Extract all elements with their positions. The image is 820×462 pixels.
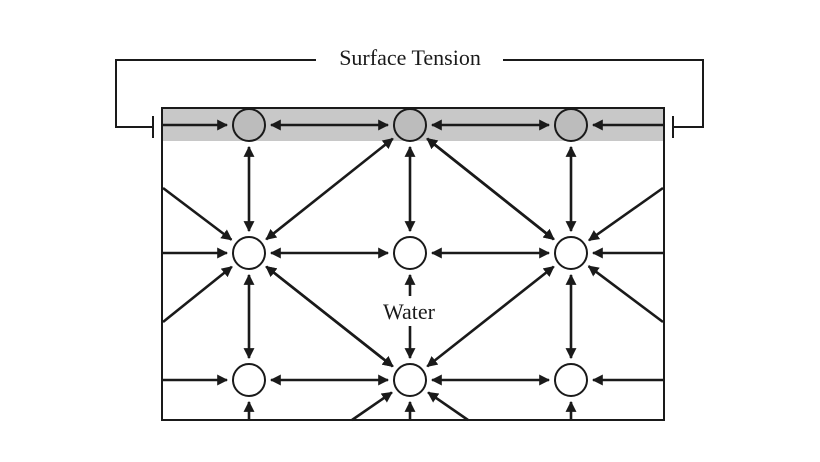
water-label-backing: [374, 296, 444, 326]
force-arrow: [351, 391, 393, 422]
molecules: [232, 108, 588, 397]
water-molecule: [554, 363, 588, 397]
double-force-arrow: [426, 265, 555, 368]
force-arrow: [587, 265, 664, 324]
force-arrow: [162, 186, 233, 241]
water-container: [161, 107, 665, 421]
force-arrow: [588, 186, 664, 242]
double-force-arrow: [426, 137, 555, 241]
force-arrow: [427, 391, 469, 422]
surface-molecule: [554, 108, 588, 142]
water-molecule: [393, 363, 427, 397]
water-molecule: [393, 236, 427, 270]
force-arrow: [162, 265, 233, 324]
surface-tension-bracket: [115, 59, 704, 138]
water-molecule: [554, 236, 588, 270]
water-molecule: [232, 236, 266, 270]
surface-tension-label: Surface Tension: [339, 45, 481, 70]
surface-molecule: [232, 108, 266, 142]
surface-molecule: [393, 108, 427, 142]
double-force-arrow: [265, 137, 394, 241]
water-molecule: [232, 363, 266, 397]
double-force-arrow: [265, 265, 394, 368]
water-label: Water: [383, 299, 436, 324]
force-arrows: [162, 119, 664, 422]
